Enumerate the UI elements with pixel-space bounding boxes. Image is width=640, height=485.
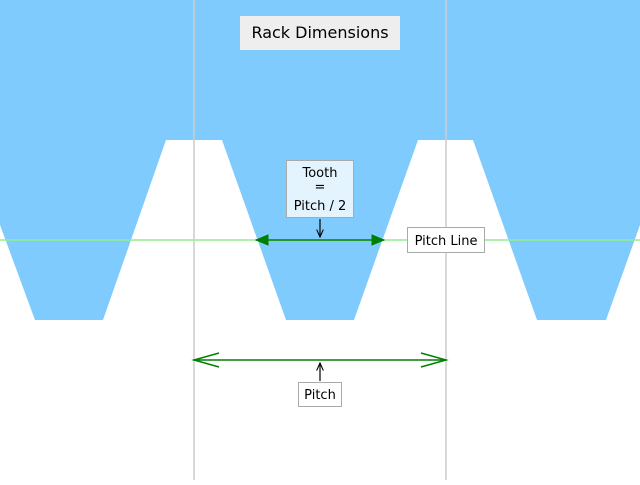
tooth-label-box: Tooth = Pitch / 2 bbox=[286, 160, 354, 218]
tooth-label-line3: Pitch / 2 bbox=[294, 199, 347, 214]
pitch-dimension bbox=[191, 352, 449, 368]
pitch-line-label-box: Pitch Line bbox=[407, 227, 485, 253]
diagram-title: Rack Dimensions bbox=[251, 23, 388, 42]
tooth-dimension bbox=[254, 234, 386, 246]
pitch-label: Pitch bbox=[304, 388, 336, 403]
tooth-label-line2: = bbox=[315, 180, 326, 195]
pitch-label-box: Pitch bbox=[298, 382, 342, 407]
pitch-line-label: Pitch Line bbox=[415, 234, 478, 249]
title-box: Rack Dimensions bbox=[240, 16, 400, 50]
tooth-label-line1: Tooth bbox=[302, 166, 338, 181]
